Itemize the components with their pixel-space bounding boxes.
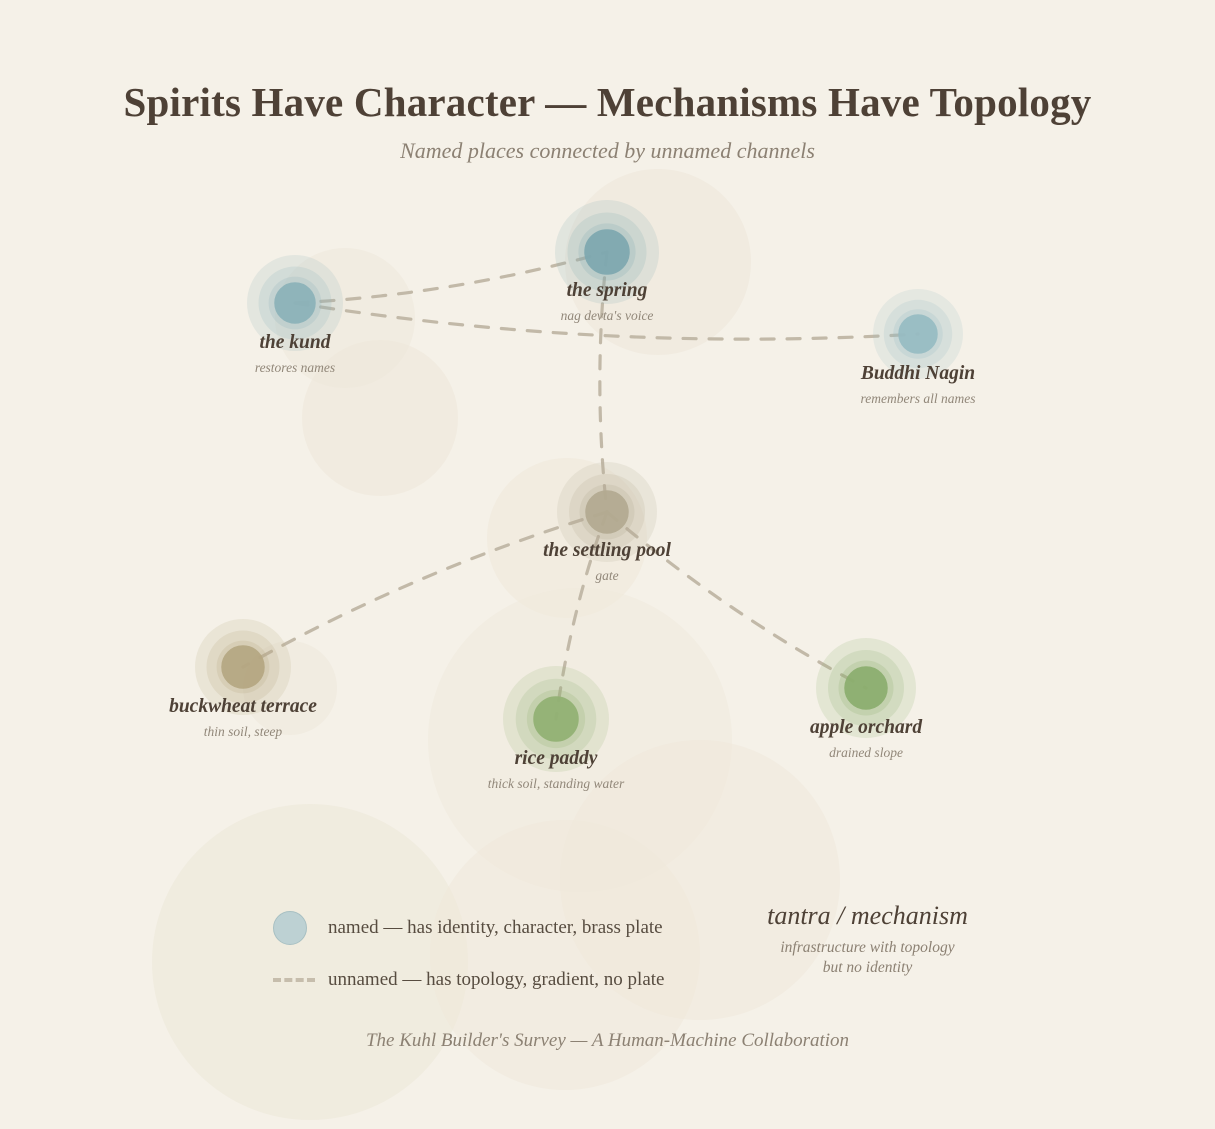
legend: named — has identity, character, brass p… — [273, 908, 664, 1012]
annotation-line-2: but no identity — [822, 959, 913, 977]
dashed-line-icon — [273, 978, 328, 982]
node-core[interactable] — [585, 490, 629, 534]
background-blob — [560, 740, 840, 1020]
node-core[interactable] — [584, 229, 630, 275]
node-label-buddhi-nagin[interactable]: Buddhi Nagin remembers all names — [861, 364, 976, 405]
node-sublabel: remembers all names — [860, 390, 976, 406]
node-sublabel: restores names — [254, 359, 336, 375]
node-core[interactable] — [221, 645, 265, 689]
node-name: the spring — [566, 280, 648, 301]
node-name: buckwheat terrace — [169, 696, 317, 717]
node-sublabel: drained slope — [829, 744, 903, 760]
node-sublabel: gate — [595, 567, 619, 583]
node-core[interactable] — [898, 314, 938, 354]
legend-item-unnamed[interactable]: unnamed — has topology, gradient, no pla… — [273, 960, 664, 1000]
edge-the-settling-pool-to-apple-orchard — [605, 510, 868, 690]
node-core[interactable] — [533, 696, 579, 742]
background-blob — [275, 248, 415, 388]
node-name: rice paddy — [514, 748, 598, 769]
named-node-icon — [273, 911, 328, 945]
node-label-the-spring[interactable]: the spring nag devta's voice — [561, 281, 654, 322]
legend-item-label: unnamed — has topology, gradient, no pla… — [328, 969, 665, 990]
node-core[interactable] — [844, 666, 888, 710]
node-label-the-kund[interactable]: the kund restores names — [255, 333, 335, 374]
node-label-apple-orchard[interactable]: apple orchard drained slope — [810, 718, 922, 759]
node-label-rice-paddy[interactable]: rice paddy thick soil, standing water — [488, 749, 625, 790]
footer-credit: The Kuhl Builder's Survey — A Human-Mach… — [365, 1030, 850, 1051]
node-name: the kund — [259, 332, 331, 353]
legend-item-named[interactable]: named — has identity, character, brass p… — [273, 908, 664, 948]
annotation-body: infrastructure with topology but no iden… — [744, 938, 991, 979]
node-apple-orchard[interactable] — [816, 638, 916, 738]
annotation-title: tantra / mechanism — [767, 901, 968, 930]
node-name: Buddhi Nagin — [860, 363, 976, 384]
edge-the-settling-pool-to-rice-paddy — [554, 510, 609, 721]
node-buckwheat-terrace[interactable] — [195, 619, 291, 715]
background-blob — [565, 169, 751, 355]
node-name: the settling pool — [543, 540, 671, 561]
edge-the-kund-to-buddhi-nagin — [293, 301, 920, 341]
edge-the-settling-pool-to-buckwheat-terrace — [241, 510, 609, 669]
background-blob — [152, 804, 468, 1120]
node-name: apple orchard — [809, 717, 923, 738]
node-rice-paddy[interactable] — [503, 666, 609, 772]
node-the-kund[interactable] — [247, 255, 343, 351]
annotation-line-1: infrastructure with topology — [780, 938, 955, 956]
node-buddhi-nagin[interactable] — [873, 289, 963, 379]
legend-item-label: named — has identity, character, brass p… — [328, 917, 663, 938]
background-blob — [243, 641, 337, 735]
node-sublabel: nag devta's voice — [560, 307, 654, 323]
node-the-spring[interactable] — [555, 200, 659, 304]
node-sublabel: thick soil, standing water — [487, 775, 625, 791]
node-core[interactable] — [274, 282, 316, 324]
edge-the-kund-to-the-spring — [293, 250, 609, 305]
node-label-buckwheat-terrace[interactable]: buckwheat terrace thin soil, steep — [169, 697, 317, 738]
node-the-settling-pool[interactable] — [557, 462, 657, 562]
annotation-block: tantra / mechanism infrastructure with t… — [744, 901, 991, 979]
node-label-the-settling-pool[interactable]: the settling pool gate — [543, 541, 671, 582]
edge-the-spring-to-the-settling-pool — [598, 250, 609, 514]
node-sublabel: thin soil, steep — [203, 723, 283, 739]
